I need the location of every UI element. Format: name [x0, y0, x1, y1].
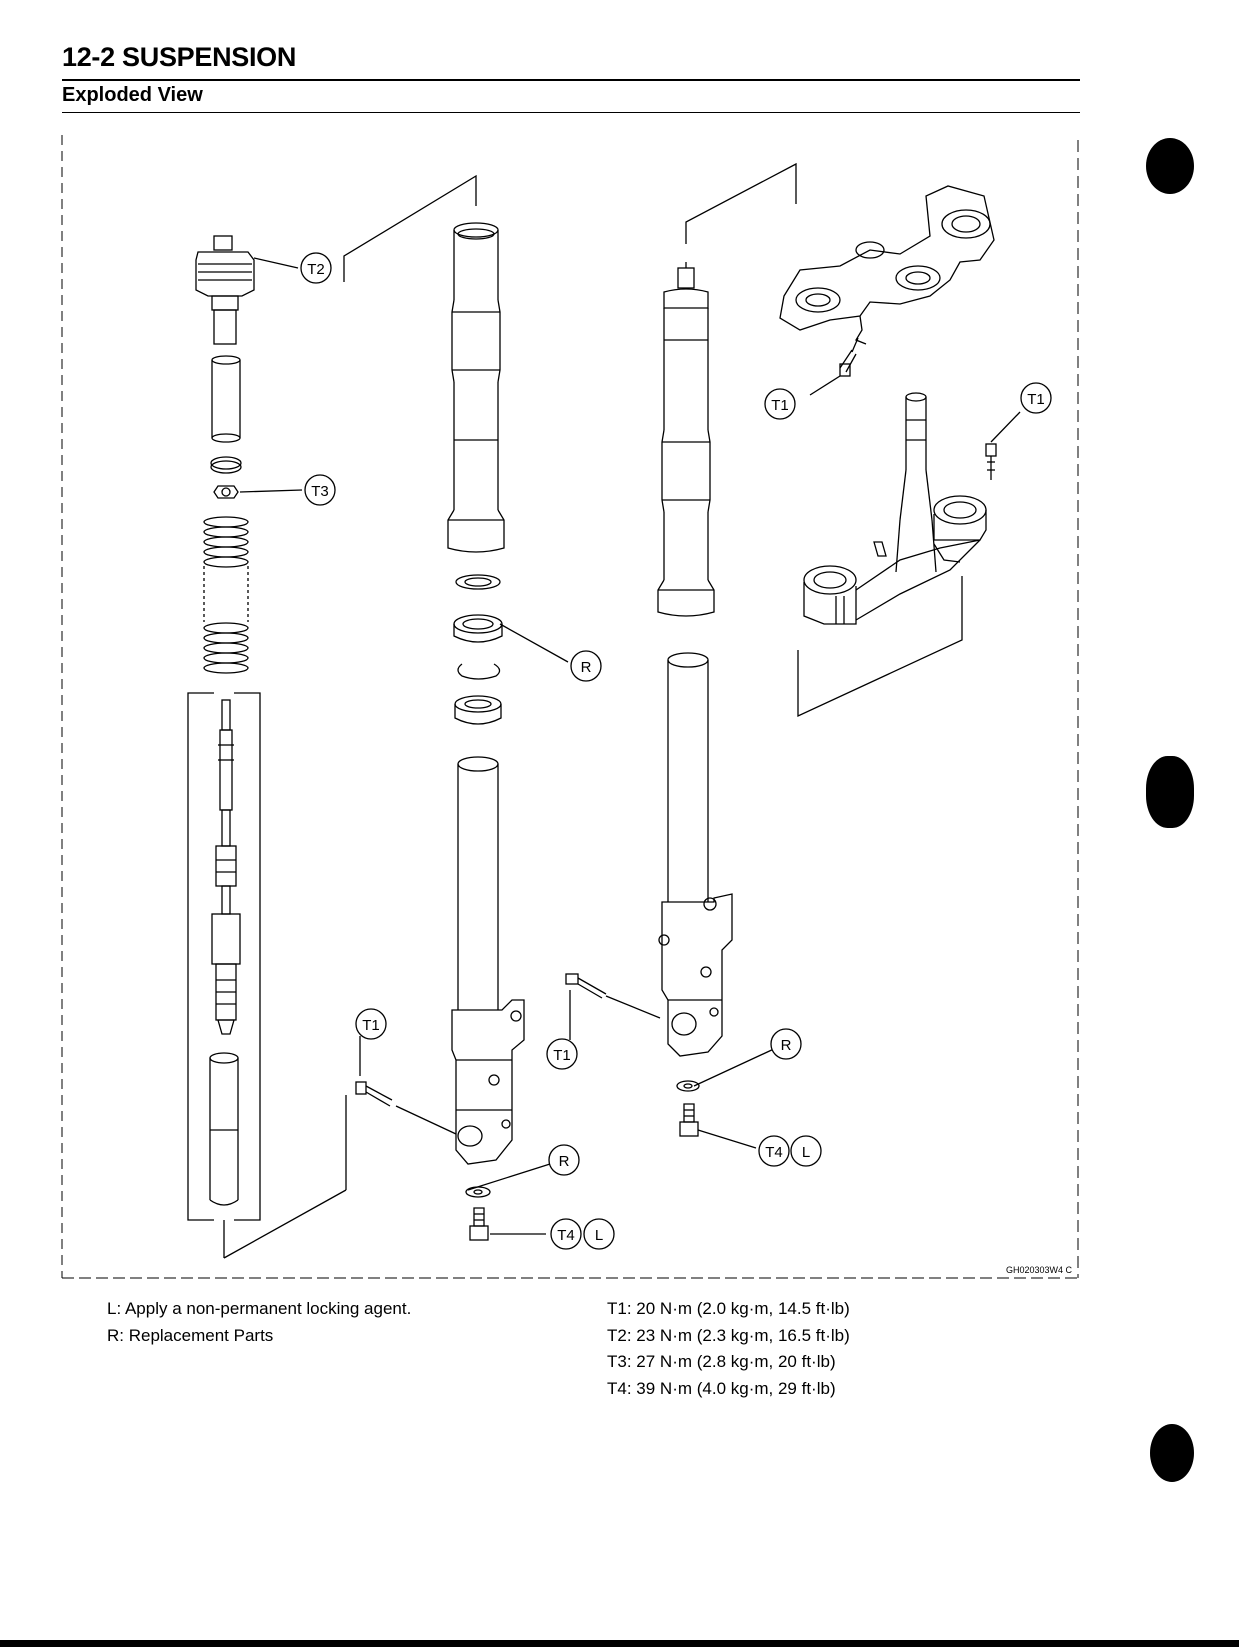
steering-stem	[895, 392, 937, 573]
callout-t2: T2	[300, 252, 332, 284]
page-title: 12-2 SUSPENSION	[62, 42, 297, 72]
callout-l-left-label: L	[595, 1227, 603, 1244]
callout-t4-right-label: T4	[765, 1144, 783, 1161]
section-title: Exploded View	[62, 84, 203, 106]
exploded-view-diagram: T2 T3 T1 T1 R T1 T1 R	[61, 135, 1079, 1279]
callout-t1-right-axle: T1	[546, 1038, 578, 1070]
torque-t1: T1: 20 N·m (2.0 kg·m, 14.5 ft·lb)	[607, 1299, 850, 1318]
clamp-assembly-bracket	[797, 576, 963, 718]
callout-t1-left-axle: T1	[355, 1008, 387, 1040]
legend-note-l: L: Apply a non-permanent locking agent.	[107, 1299, 412, 1318]
callout-r-oil-seal-label: R	[581, 659, 592, 676]
callout-t1-top-clamp: T1	[764, 388, 796, 420]
scan-edge-bar	[0, 1640, 1239, 1647]
callout-t1-stem: T1	[1020, 382, 1052, 414]
spring-collar	[211, 355, 241, 443]
spring-seat	[210, 456, 242, 474]
torque-t3: T3: 27 N·m (2.8 kg·m, 20 ft·lb)	[607, 1352, 836, 1371]
fork-cap-bolt	[195, 235, 255, 345]
callout-t1-left-axle-label: T1	[362, 1017, 380, 1034]
torque-t2: T2: 23 N·m (2.3 kg·m, 16.5 ft·lb)	[607, 1325, 850, 1345]
left-bottom-washer	[465, 1186, 491, 1198]
callout-t4-left: T4	[550, 1218, 582, 1250]
legend-torques: T1: 20 N·m (2.0 kg·m, 14.5 ft·lb) T2: 23…	[607, 1296, 850, 1402]
left-outer-tube	[343, 174, 505, 553]
damper-rod-assembly	[211, 699, 241, 1035]
callout-r-right-washer: R	[770, 1028, 802, 1060]
binder-hole-top	[1146, 138, 1194, 194]
callout-t4-right: T4	[758, 1135, 790, 1167]
callout-r-left-washer: R	[548, 1144, 580, 1176]
fork-spring-upper	[203, 516, 249, 622]
legend-notes: L: Apply a non-permanent locking agent. …	[107, 1296, 411, 1349]
stem-clamp-bolt	[985, 411, 1021, 480]
lock-nut	[213, 485, 239, 499]
binder-hole-bottom	[1150, 1424, 1194, 1482]
callout-t1-top-clamp-label: T1	[771, 397, 789, 414]
cartridge-bracket	[187, 692, 347, 1259]
legend-note-r: R: Replacement Parts	[107, 1325, 274, 1345]
callout-t3-label: T3	[311, 483, 329, 500]
callout-r-left-washer-label: R	[559, 1153, 570, 1170]
left-axle-clamp-bolt	[355, 1036, 457, 1135]
callout-t2-label: T2	[307, 261, 325, 278]
left-axle-holder	[451, 999, 525, 1165]
callout-l-right-label: L	[802, 1144, 810, 1161]
fork-spring-lower	[203, 622, 249, 674]
callout-r-right-washer-label: R	[781, 1037, 792, 1054]
oil-seal	[453, 614, 503, 643]
figure-code: GH020303W4 C	[1006, 1265, 1073, 1275]
callout-t4-left-label: T4	[557, 1227, 575, 1244]
section-rule	[62, 112, 1080, 113]
left-bottom-bolt	[469, 1207, 489, 1241]
seal-washer	[455, 574, 501, 590]
callout-t1-right-axle-label: T1	[553, 1047, 571, 1064]
dust-seal	[454, 695, 502, 725]
header-rule	[62, 79, 1080, 81]
right-axle-clamp-bolt	[565, 973, 661, 1040]
callout-r-oil-seal: R	[570, 650, 602, 682]
callout-t3: T3	[304, 474, 336, 506]
right-bottom-bolt	[679, 1103, 699, 1137]
right-axle-holder	[658, 893, 733, 1057]
right-bottom-washer	[676, 1080, 700, 1092]
upper-triple-clamp	[779, 185, 995, 345]
upper-clamp-bolt	[809, 337, 859, 396]
left-inner-tube	[457, 756, 499, 1010]
right-fork-leg	[657, 162, 797, 902]
cartridge-base	[209, 1052, 239, 1206]
lower-triple-clamp	[803, 495, 987, 625]
torque-t4: T4: 39 N·m (4.0 kg·m, 29 ft·lb)	[607, 1378, 836, 1398]
retaining-ring	[457, 663, 501, 680]
callout-t1-stem-label: T1	[1027, 391, 1045, 408]
callout-l-left: L	[583, 1218, 615, 1250]
callout-l-right: L	[790, 1135, 822, 1167]
binder-hole-middle	[1146, 756, 1194, 828]
